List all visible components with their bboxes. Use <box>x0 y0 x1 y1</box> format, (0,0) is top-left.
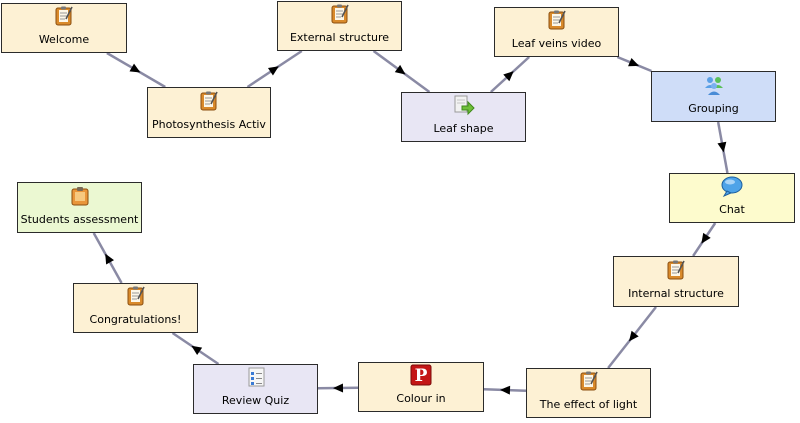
arrowhead <box>503 71 514 82</box>
activity-label: Internal structure <box>628 287 724 300</box>
activity-colour-in[interactable]: P Colour in <box>358 362 484 412</box>
activity-effect-of-light[interactable]: The effect of light <box>526 368 651 418</box>
activity-label: Leaf shape <box>433 122 494 135</box>
forward-arrow-icon <box>453 94 475 116</box>
activity-students-assessment[interactable]: Students assessment <box>17 182 142 233</box>
clipboard-icon <box>69 185 91 207</box>
arrowhead <box>717 141 727 153</box>
arrowhead <box>500 385 511 395</box>
arrowhead <box>333 383 344 393</box>
activity-chat[interactable]: Chat <box>669 173 795 223</box>
notebook-icon <box>53 5 75 27</box>
arrowhead <box>191 345 203 356</box>
checklist-icon <box>245 366 267 388</box>
activity-label: Leaf veins video <box>511 37 602 50</box>
activity-label: The effect of light <box>539 398 638 411</box>
activity-label: Welcome <box>38 33 90 46</box>
speech-bubble-icon <box>721 175 743 198</box>
notebook-icon <box>125 285 147 307</box>
activity-review-quiz[interactable]: Review Quiz <box>193 364 318 414</box>
arrowhead <box>701 232 711 244</box>
activity-label: Colour in <box>396 392 446 405</box>
notebook-icon <box>198 90 220 112</box>
activity-photosynthesis[interactable]: Photosynthesis Activ <box>147 87 271 138</box>
activity-internal-structure[interactable]: Internal structure <box>613 256 739 307</box>
people-icon <box>703 74 725 96</box>
activity-label: Chat <box>719 203 745 216</box>
arrowhead <box>394 64 406 75</box>
activity-label: External structure <box>289 31 390 44</box>
notebook-icon <box>665 259 687 281</box>
activity-label: Congratulations! <box>89 313 182 326</box>
arrowhead <box>105 253 115 265</box>
arrowhead <box>267 66 279 76</box>
activity-label: Photosynthesis Activ <box>152 118 266 131</box>
activity-leaf-shape[interactable]: Leaf shape <box>401 92 526 142</box>
svg-text:P: P <box>415 366 428 386</box>
arrowhead <box>628 57 640 67</box>
activity-label: Review Quiz <box>221 394 290 407</box>
notebook-icon <box>578 370 600 392</box>
arrowhead <box>628 330 639 342</box>
p-logo-icon: P <box>410 364 432 386</box>
activity-external-structure[interactable]: External structure <box>277 1 402 51</box>
notebook-icon <box>546 9 568 31</box>
arrowhead <box>129 63 141 73</box>
notebook-icon <box>329 3 351 25</box>
activity-label: Grouping <box>688 102 739 115</box>
activity-leaf-veins-video[interactable]: Leaf veins video <box>494 7 619 57</box>
activity-congratulations[interactable]: Congratulations! <box>73 283 198 333</box>
activity-welcome[interactable]: Welcome <box>1 3 127 53</box>
activity-label: Students assessment <box>20 213 139 226</box>
activity-grouping[interactable]: Grouping <box>651 71 776 122</box>
